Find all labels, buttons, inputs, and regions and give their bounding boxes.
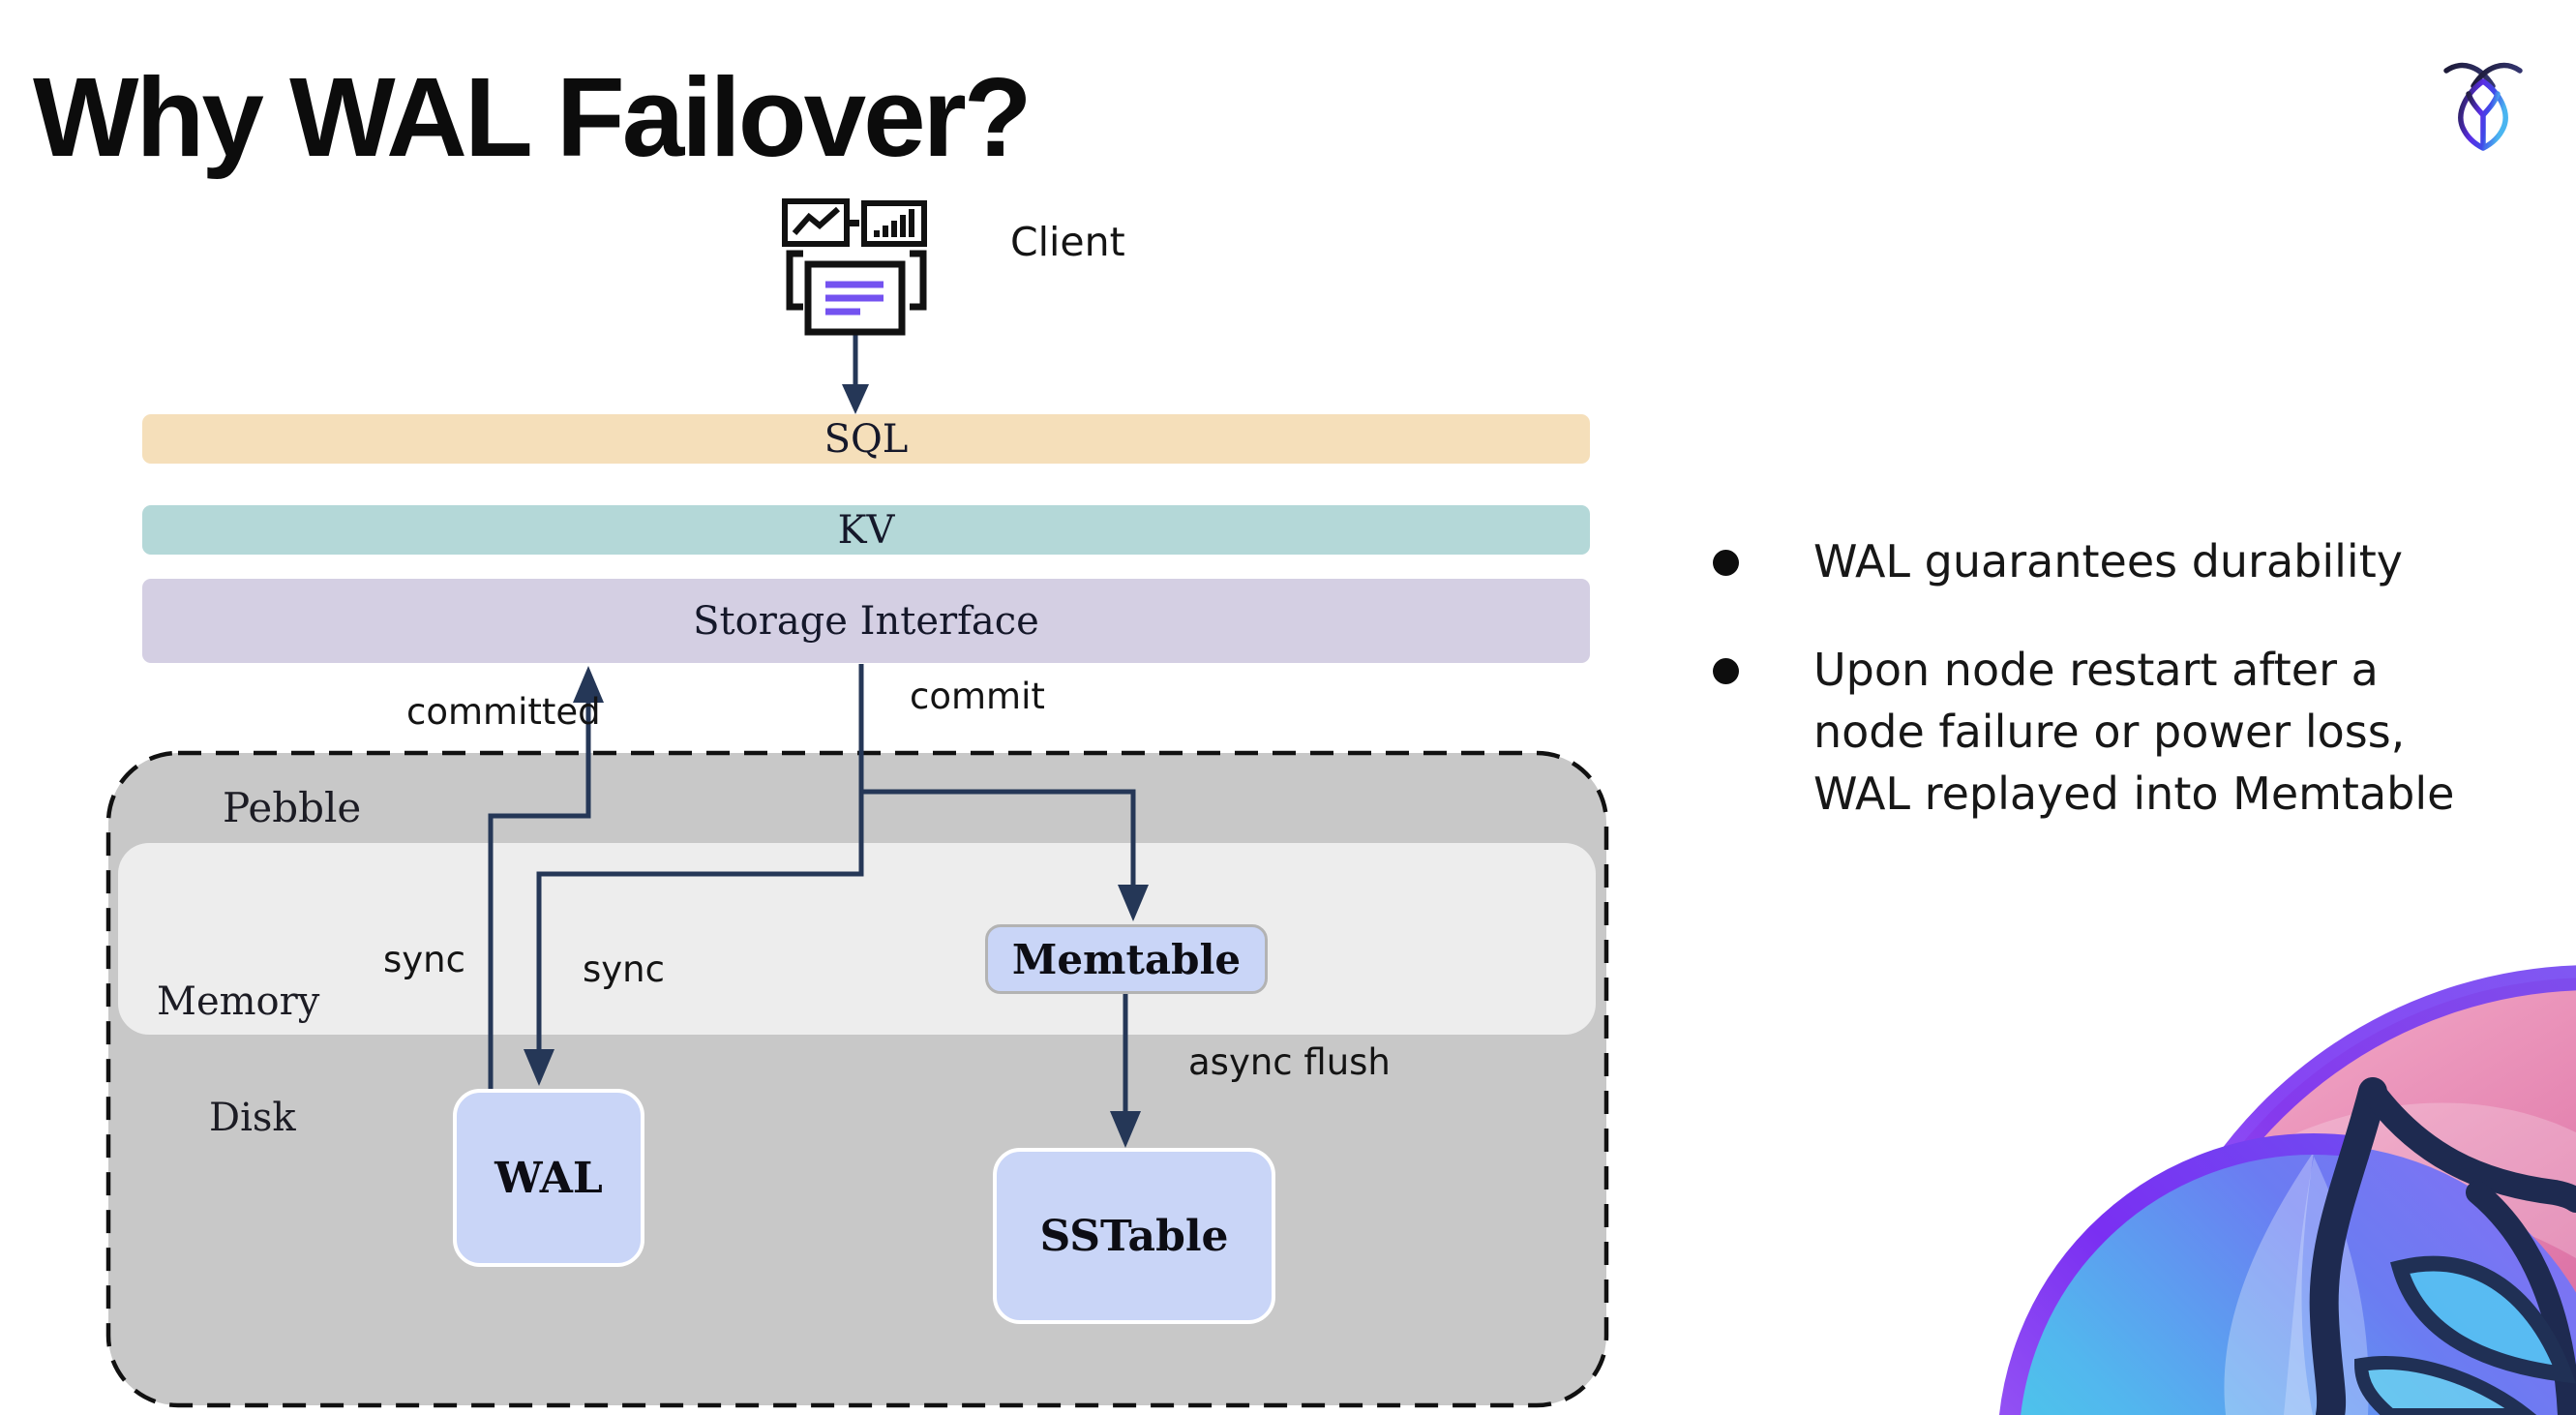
sync-label-right: sync bbox=[583, 948, 665, 990]
sstable-node: SSTable bbox=[993, 1148, 1275, 1324]
brand-artwork bbox=[1999, 965, 2576, 1415]
connector-dash bbox=[850, 220, 859, 226]
cyan-leaf-lower bbox=[2353, 1356, 2537, 1415]
cockroachdb-logo-icon bbox=[2443, 62, 2523, 151]
memory-label: Memory bbox=[157, 979, 320, 1024]
sync-label-left: sync bbox=[383, 939, 465, 980]
bar-chart-icon bbox=[861, 200, 927, 247]
document-icon bbox=[804, 260, 906, 336]
bullet-text: WAL guarantees durability bbox=[1813, 535, 2403, 587]
bracket-right bbox=[910, 250, 927, 311]
async-flush-label: async flush bbox=[1188, 1041, 1391, 1083]
document-text-lines bbox=[825, 281, 884, 316]
layer-bar-sql: SQL bbox=[142, 414, 1590, 464]
layer-label-kv: KV bbox=[837, 507, 895, 553]
wal-label: WAL bbox=[494, 1153, 603, 1203]
arrowhead-sql bbox=[842, 384, 869, 414]
bullet-dot bbox=[1713, 550, 1739, 576]
memtable-node: Memtable bbox=[985, 924, 1268, 994]
pebble-label: Pebble bbox=[223, 784, 362, 831]
client-workstation-icon bbox=[782, 198, 927, 336]
blue-sphere bbox=[2010, 1144, 2576, 1415]
commit-label: commit bbox=[910, 676, 1045, 717]
layer-label-storage-interface: Storage Interface bbox=[693, 598, 1039, 644]
committed-label: committed bbox=[406, 691, 601, 733]
bullet-dot bbox=[1713, 658, 1739, 684]
line-chart-glyph bbox=[792, 206, 841, 235]
page-title: Why WAL Failover? bbox=[33, 54, 1033, 180]
layer-bar-kv: KV bbox=[142, 505, 1590, 555]
wal-node: WAL bbox=[453, 1089, 644, 1267]
list-item: Upon node restart after a node failure o… bbox=[1711, 639, 2562, 825]
logo-antenna-left bbox=[2443, 62, 2496, 89]
memory-band bbox=[118, 843, 1596, 1035]
blue-petal-light bbox=[2224, 1152, 2314, 1415]
logo-y-stem bbox=[2466, 91, 2501, 150]
bullet-text: Upon node restart after a node failure o… bbox=[1813, 644, 2455, 820]
bar-chart-glyph bbox=[874, 209, 914, 237]
logo-antenna-right bbox=[2471, 62, 2523, 89]
artwork-shapes bbox=[1999, 965, 2576, 1415]
line-chart-icon bbox=[782, 198, 850, 247]
disk-label: Disk bbox=[209, 1096, 296, 1140]
list-item: WAL guarantees durability bbox=[1711, 530, 2562, 592]
cyan-leaf bbox=[2390, 1255, 2576, 1384]
memtable-label: Memtable bbox=[1011, 935, 1242, 983]
blue-rim bbox=[1999, 1133, 2576, 1415]
layer-bar-storage-interface: Storage Interface bbox=[142, 579, 1590, 663]
layer-label-sql: SQL bbox=[824, 416, 909, 462]
bracket-left bbox=[786, 250, 803, 311]
sstable-label: SSTable bbox=[1039, 1211, 1229, 1261]
bullet-list: WAL guarantees durability Upon node rest… bbox=[1711, 530, 2562, 871]
client-label: Client bbox=[1010, 219, 1125, 265]
